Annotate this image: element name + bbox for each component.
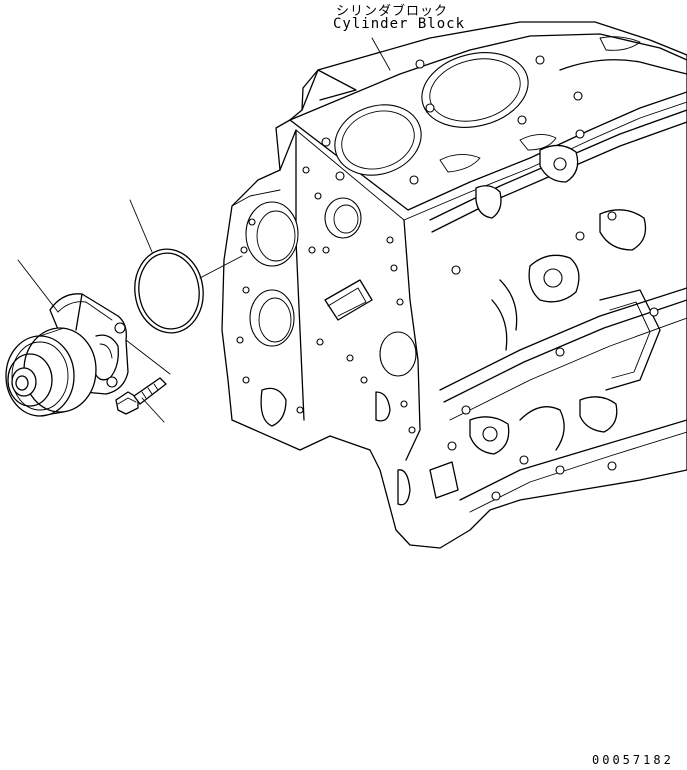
o-ring-to-block-line [199, 255, 243, 279]
bolt [115, 377, 167, 415]
cylinder-block [221, 21, 687, 549]
water-pump-leader-line [17, 259, 59, 313]
o-ring-leader-line [129, 199, 153, 253]
water-pump [5, 293, 129, 417]
drawing-number: 00057182 [592, 753, 674, 767]
bolt-axis-line [125, 339, 171, 375]
leader-lines [17, 37, 391, 423]
o-ring [134, 248, 204, 334]
bolt-leader-line [141, 397, 165, 423]
cylinder-block-label-japanese: シリンダブロック [336, 4, 449, 19]
cylinder-block-leader-line [371, 37, 391, 71]
cylinder-block-label-english: Cylinder Block [333, 16, 466, 32]
